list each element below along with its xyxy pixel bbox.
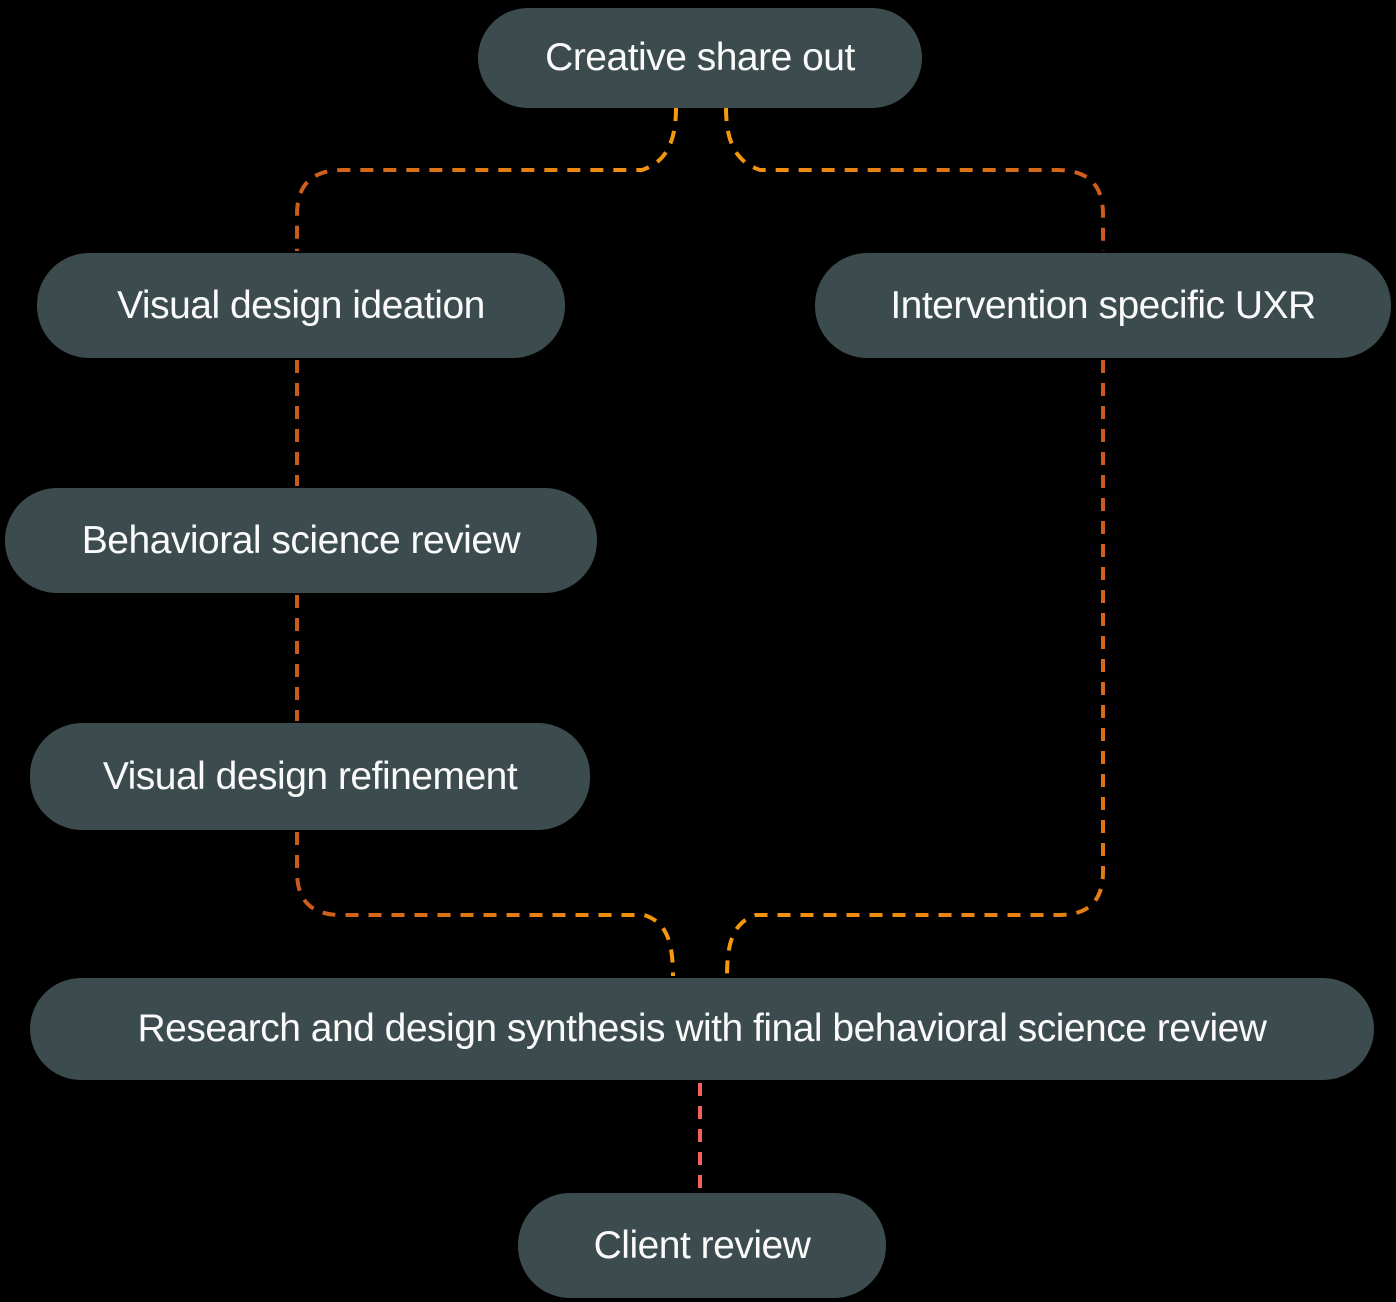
node-label: Creative share out [545,36,855,79]
node-label: Client review [593,1223,811,1267]
node-label: Intervention specific UXR [890,283,1316,327]
node-label: Behavioral science review [81,518,521,562]
edge-refinement-to-research [295,832,675,977]
node-visual-design-ideation: Visual design ideation [37,253,565,358]
node-intervention-specific-uxr: Intervention specific UXR [815,253,1391,358]
node-behavioral-science-review: Behavioral science review [5,488,597,593]
node-label: Research and design synthesis with final… [137,1007,1267,1050]
node-creative-share-out: Creative share out [478,8,922,108]
edge-creative-to-ideation [295,107,678,251]
node-client-review: Client review [518,1193,886,1298]
edge-uxr-to-research [725,360,1105,977]
node-visual-design-refinement: Visual design refinement [30,723,590,830]
node-label: Visual design refinement [102,754,518,798]
node-research-design-synthesis: Research and design synthesis with final… [30,978,1374,1080]
node-label: Visual design ideation [117,283,485,327]
edge-creative-to-uxr [724,107,1105,251]
